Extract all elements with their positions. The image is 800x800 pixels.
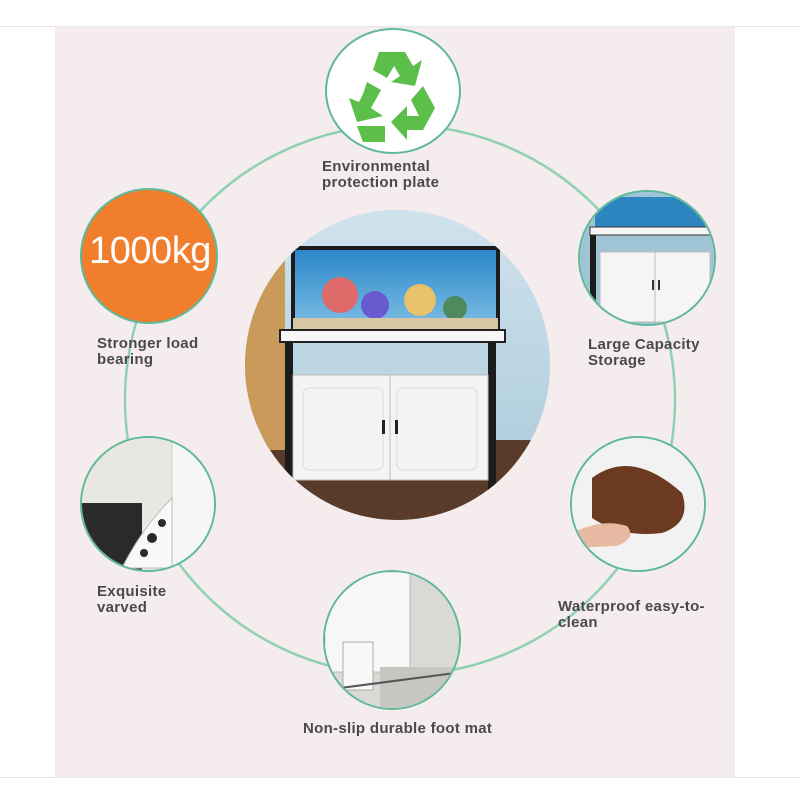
load-label: Stronger load bearing (97, 335, 199, 368)
carved-label: Exquisite varved (97, 583, 167, 616)
product-photo (245, 210, 550, 520)
foot-mat-label: Non-slip durable foot mat (303, 720, 493, 737)
eco-circle (325, 28, 461, 154)
recycle-icon (349, 52, 435, 142)
foot-mat-circle (323, 570, 461, 710)
eco-label: Environmental protection plate (322, 158, 440, 191)
top-divider (0, 26, 800, 27)
waterproof-label: Waterproof easy-to- clean (558, 598, 705, 631)
bottom-divider (0, 777, 800, 778)
carved-circle (80, 436, 216, 572)
storage-circle (578, 190, 716, 326)
load-value-label: 1000kg (89, 230, 211, 272)
storage-label: Large Capacity Storage (588, 336, 700, 369)
load-badge-circle (80, 188, 218, 324)
waterproof-circle (570, 436, 706, 572)
